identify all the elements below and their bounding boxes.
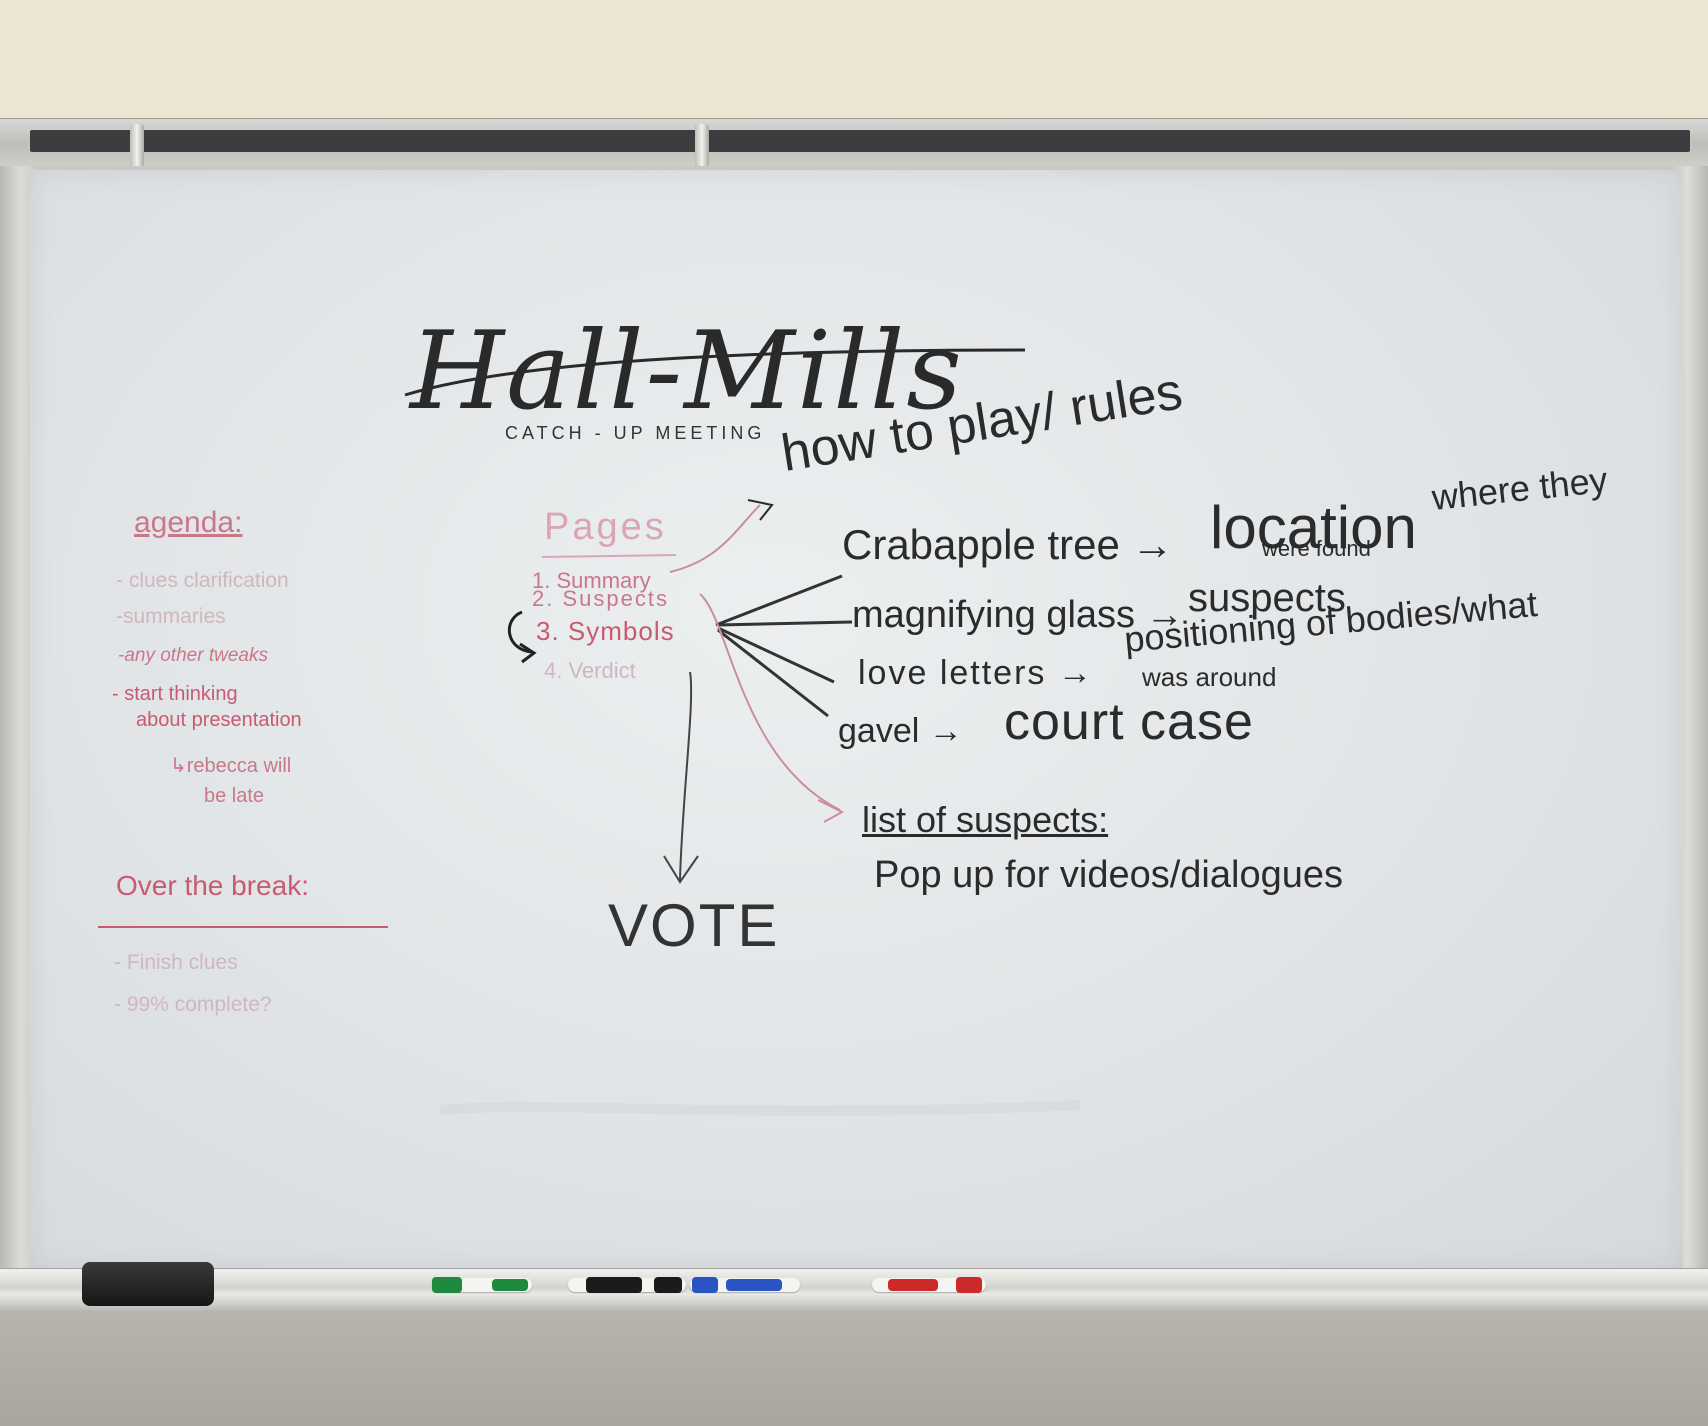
pages-item: 3. Symbols xyxy=(536,616,675,646)
map-rail-groove xyxy=(30,130,1690,152)
map-rail-clip xyxy=(130,124,144,168)
marker-black-cap[interactable] xyxy=(586,1277,642,1293)
symbol-label: magnifying glass → xyxy=(852,594,1184,636)
symbol-note: were found xyxy=(1262,536,1371,561)
suspects-list-heading: list of suspects: xyxy=(862,799,1109,840)
symbol-label: Crabapple tree → xyxy=(842,521,1174,568)
symbol-meaning: court case xyxy=(1004,693,1254,751)
marker-tray xyxy=(0,1268,1708,1311)
marker-blue-label xyxy=(726,1279,782,1291)
marker-black-tip xyxy=(654,1277,682,1293)
board-subtitle: CATCH - UP MEETING xyxy=(505,423,766,443)
symbol-meaning: suspects xyxy=(1188,576,1346,620)
agenda-item: - clues clarification xyxy=(116,569,289,592)
agenda-item: be late xyxy=(204,785,265,807)
break-item: - Finish clues xyxy=(114,951,238,974)
symbol-meaning: location xyxy=(1210,494,1417,561)
symbol-label: gavel → xyxy=(838,712,963,750)
agenda-item: about presentation xyxy=(136,709,302,731)
agenda-item: -any other tweaks xyxy=(118,645,268,666)
break-heading: Over the break: xyxy=(116,870,309,901)
pages-heading: Pages xyxy=(544,506,667,548)
pages-item: 1. Summary xyxy=(532,568,651,593)
agenda-item: -summaries xyxy=(116,605,226,628)
wall-bottom xyxy=(0,1300,1708,1426)
agenda-item: ↳rebecca will xyxy=(170,755,292,777)
agenda-heading: agenda: xyxy=(134,506,243,539)
vote-label: VOTE xyxy=(608,892,780,959)
symbol-label: love letters → xyxy=(858,654,1094,692)
break-item: - 99% complete? xyxy=(114,993,272,1016)
pages-item: 2. Suspects xyxy=(532,586,669,611)
marker-red-tip xyxy=(956,1277,982,1293)
symbol-note: was around xyxy=(1142,662,1277,692)
marker-red-cap[interactable] xyxy=(888,1279,938,1291)
agenda-item: - start thinking xyxy=(112,683,238,705)
whiteboard-eraser[interactable] xyxy=(82,1262,214,1306)
marker-green-cap[interactable] xyxy=(432,1277,462,1293)
pages-item: 4. Verdict xyxy=(544,658,636,683)
marker-green-label xyxy=(492,1279,528,1291)
suspects-list-detail: Pop up for videos/dialogues xyxy=(874,854,1343,896)
map-rail-clip xyxy=(695,124,709,168)
marker-blue-cap[interactable] xyxy=(692,1277,718,1293)
